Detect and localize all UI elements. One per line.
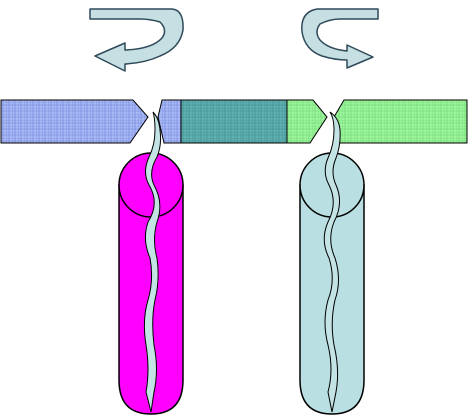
band-right-segment (334, 100, 467, 143)
left-tube (119, 112, 183, 414)
right-tube (300, 112, 364, 414)
band-left-segment (1, 100, 148, 143)
band-right-tip (287, 100, 327, 143)
left-rotation-arrow (90, 9, 183, 71)
horizontal-band (1, 100, 467, 143)
band-left-tip (158, 100, 181, 143)
right-rotation-arrow (302, 9, 378, 68)
right-arrow-shape (302, 9, 378, 68)
left-arrow-shape (90, 9, 183, 71)
band-middle-segment (181, 100, 287, 143)
